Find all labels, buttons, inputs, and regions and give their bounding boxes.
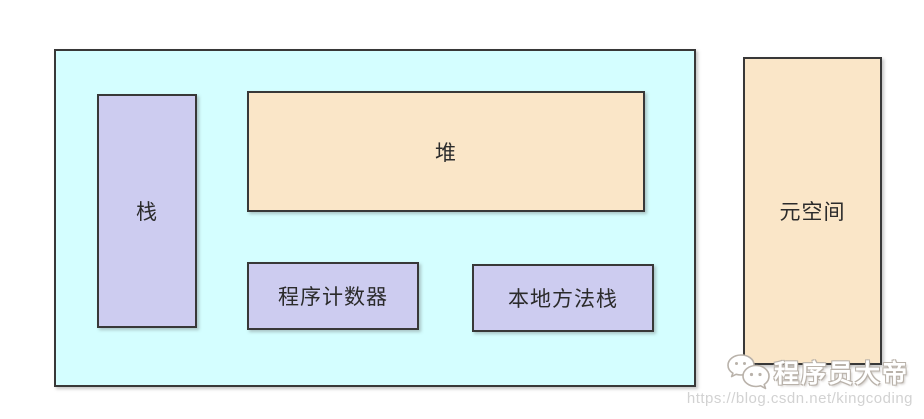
stack-label: 栈 — [136, 200, 158, 224]
watermark: 程序员大帝 — [726, 352, 909, 392]
native-method-stack-box: 本地方法栈 — [472, 264, 654, 332]
heap-label: 堆 — [435, 140, 457, 165]
program-counter-label: 程序计数器 — [278, 285, 388, 309]
chat-bubbles-icon — [727, 354, 770, 390]
heap-box: 堆 — [247, 91, 645, 212]
stack-box: 栈 — [97, 94, 197, 328]
native-method-stack-label: 本地方法栈 — [508, 287, 618, 311]
metaspace-label: 元空间 — [779, 200, 846, 224]
program-counter-box: 程序计数器 — [247, 262, 419, 330]
watermark-brand: 程序员大帝 — [774, 359, 910, 388]
metaspace-box: 元空间 — [743, 57, 882, 365]
watermark-url: https://blog.csdn.net/kingcoding — [686, 390, 913, 407]
runtime-data-area-container: 栈 堆 程序计数器 本地方法栈 — [54, 49, 696, 387]
